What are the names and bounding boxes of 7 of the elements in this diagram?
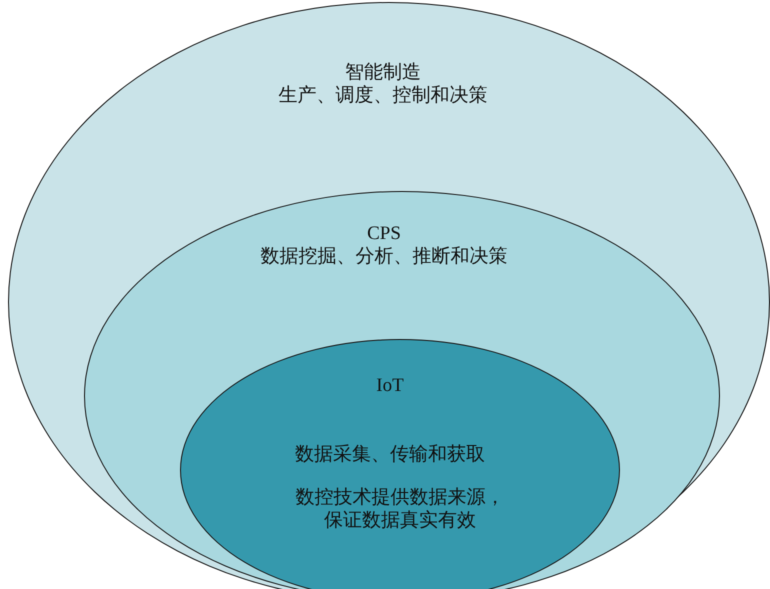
body-text: 数控技术提供数据来源，保证数据真实有效 bbox=[296, 486, 504, 532]
body-text: 生产、调度、控制和决策 bbox=[278, 84, 488, 107]
body-text: 数据采集、传输和获取 bbox=[295, 443, 485, 466]
body-text: 数据挖掘、分析、推断和决策 bbox=[260, 245, 508, 268]
heading-text: CPS bbox=[367, 222, 401, 245]
heading-text: IoT bbox=[376, 374, 404, 397]
heading-text: 智能制造 bbox=[345, 61, 421, 84]
